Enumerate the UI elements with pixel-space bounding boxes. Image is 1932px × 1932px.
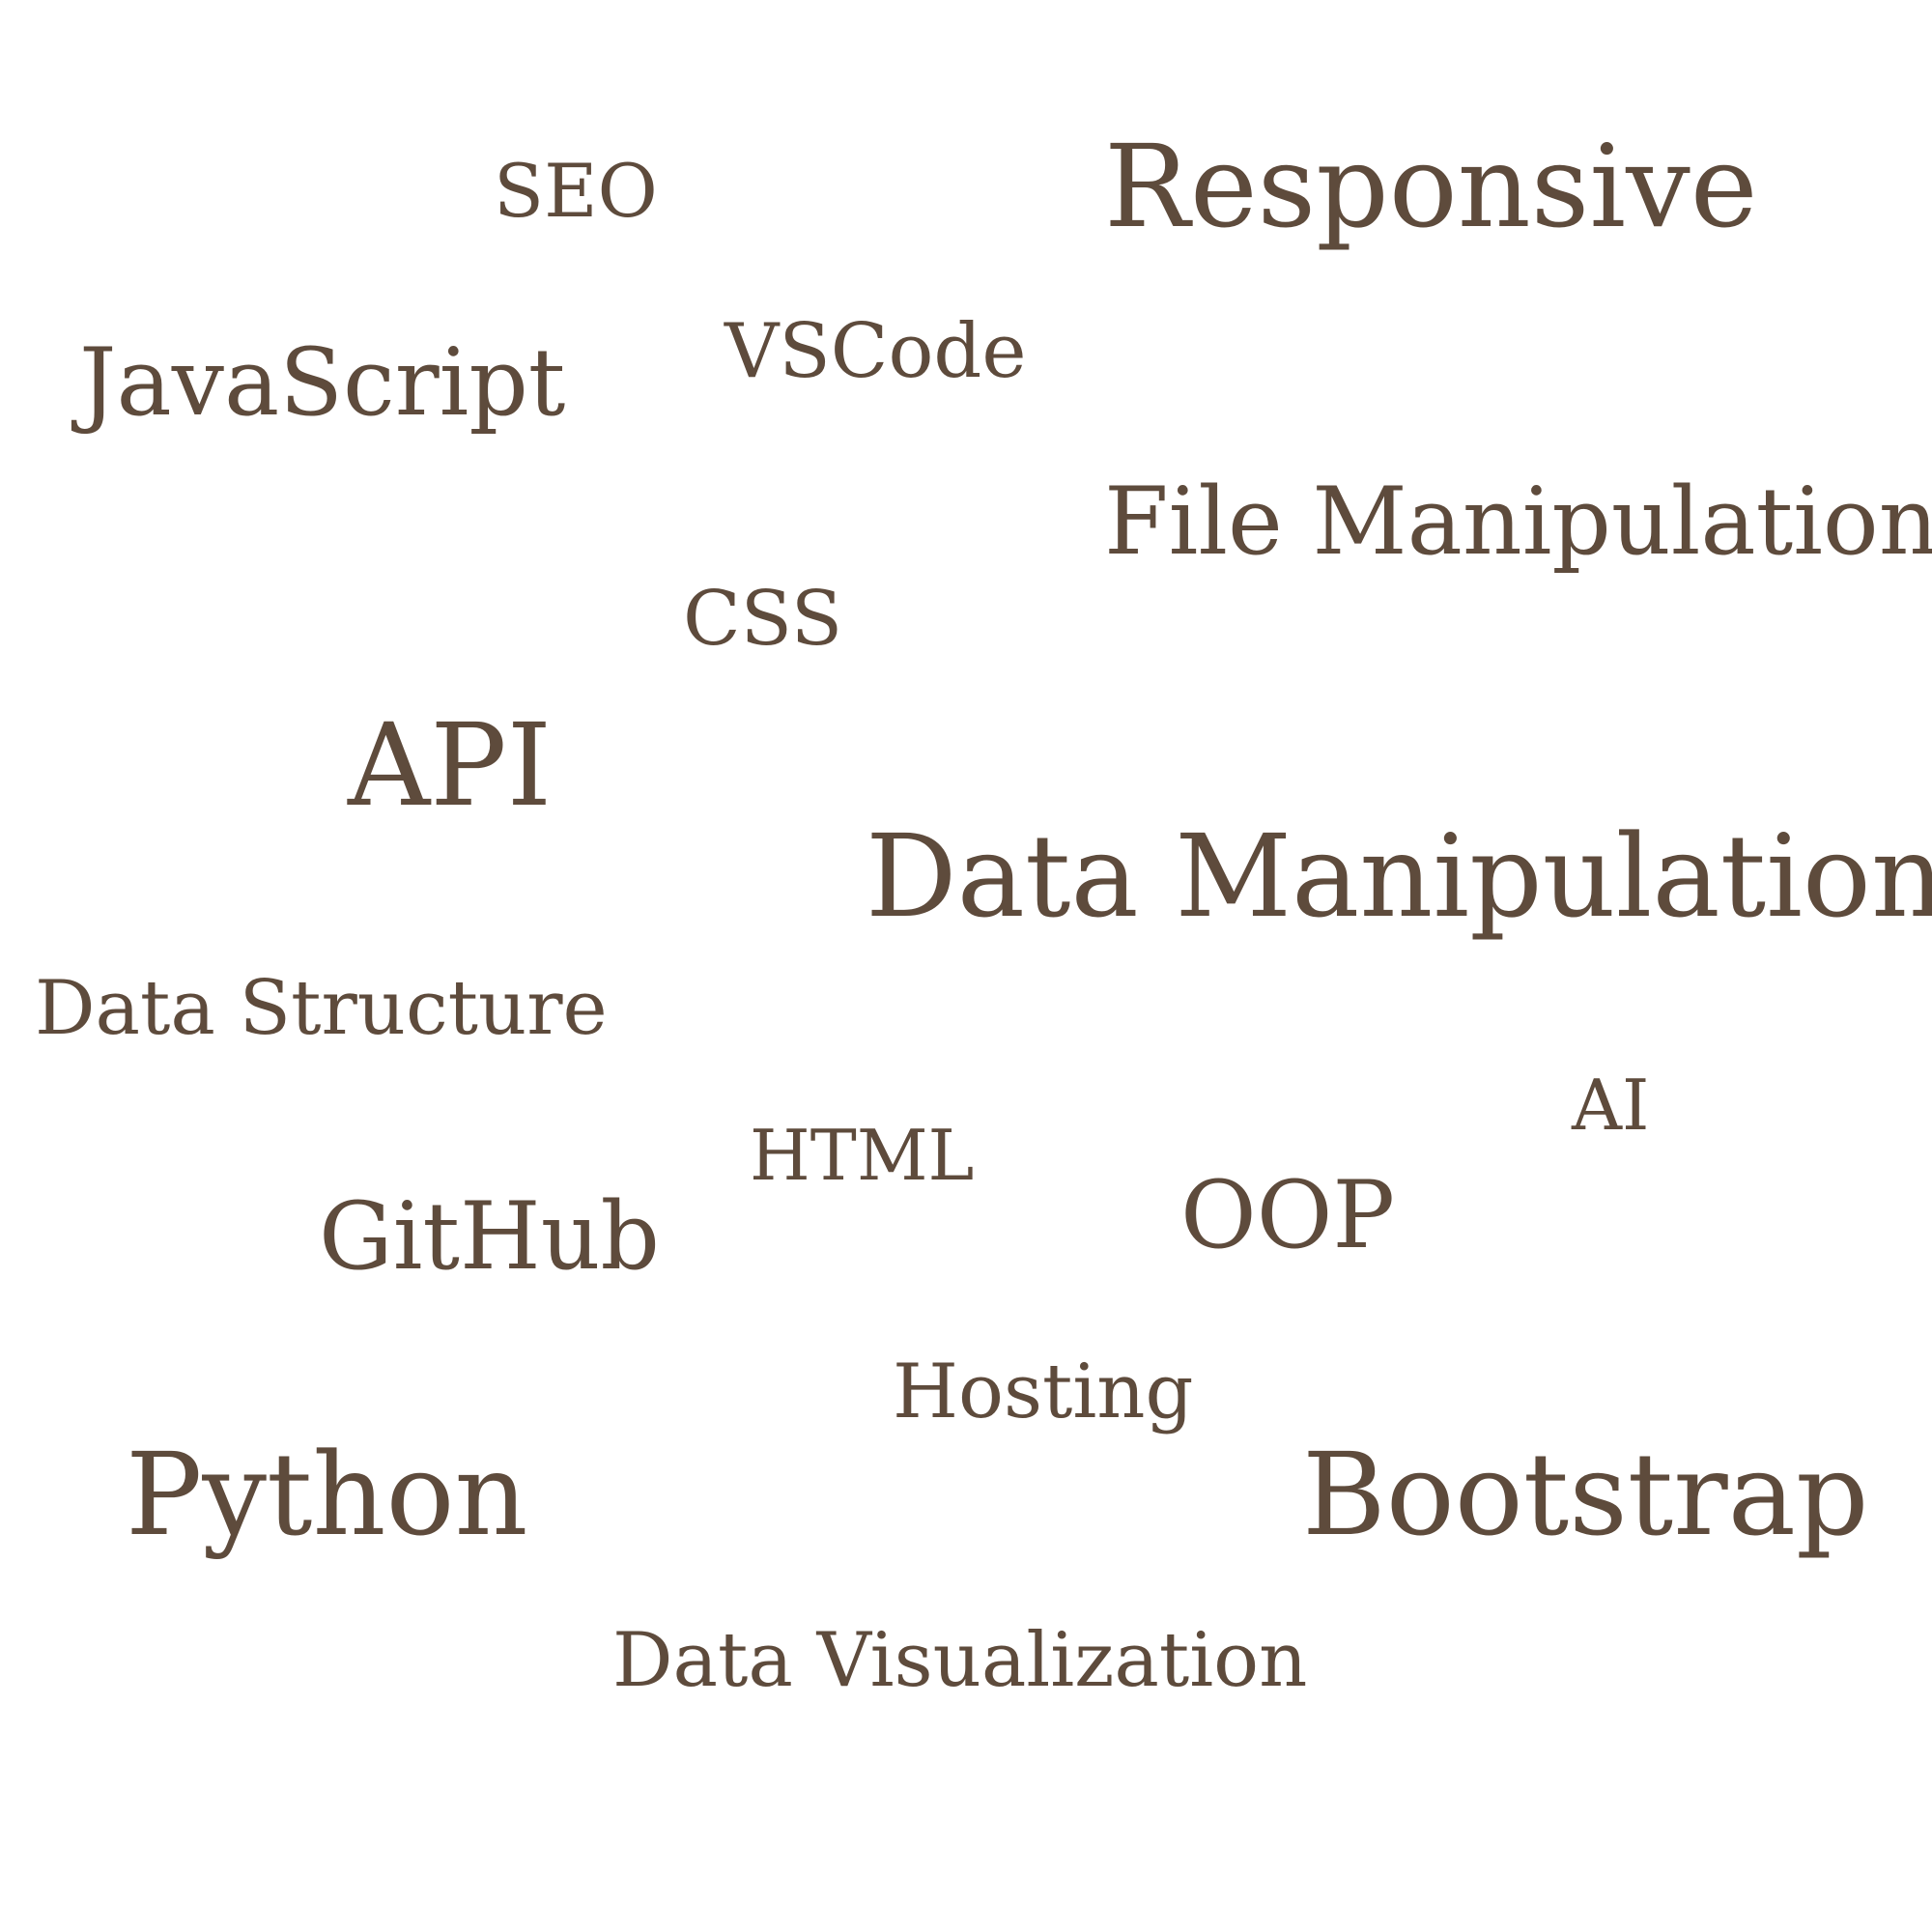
word-github: GitHub <box>319 1182 660 1291</box>
word-python: Python <box>126 1428 528 1561</box>
word-vscode: VSCode <box>724 308 1027 395</box>
word-seo: SEO <box>494 148 658 234</box>
word-hosting: Hosting <box>893 1349 1194 1435</box>
word-data-structure: Data Structure <box>35 965 608 1052</box>
word-data-visualization: Data Visualization <box>612 1617 1308 1704</box>
word-bootstrap: Bootstrap <box>1302 1428 1869 1561</box>
word-api: API <box>348 698 553 832</box>
word-css: CSS <box>683 576 843 663</box>
word-javascript: JavaScript <box>79 328 566 437</box>
word-ai: AI <box>1572 1065 1650 1146</box>
word-responsive: Responsive <box>1104 120 1758 253</box>
word-file-manipulation: File Manipulation <box>1104 468 1932 576</box>
word-data-manipulation: Data Manipulation <box>866 810 1932 943</box>
word-html: HTML <box>750 1115 975 1196</box>
word-oop: OOP <box>1180 1161 1395 1269</box>
